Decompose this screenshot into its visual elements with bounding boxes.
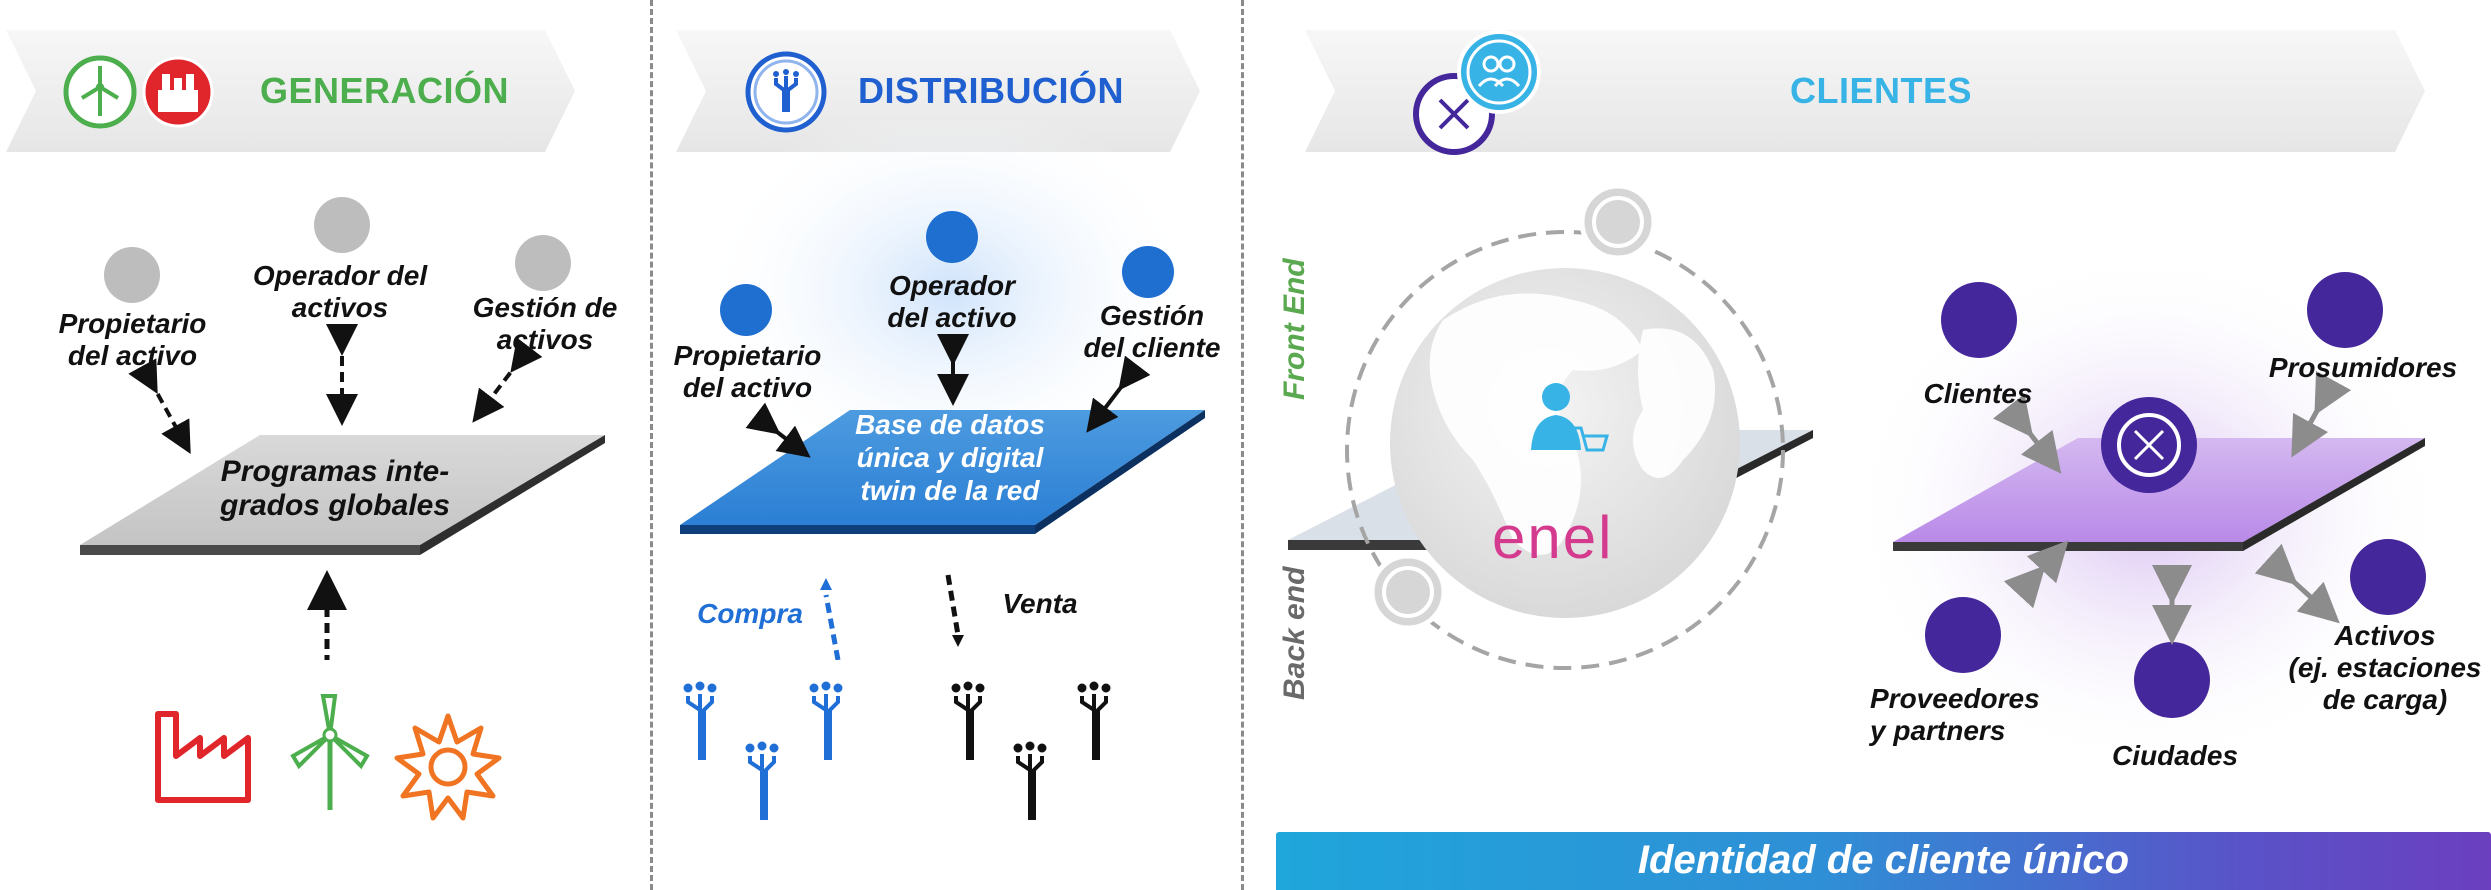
enel-logo: enel xyxy=(1492,504,1614,571)
tower-group-blue xyxy=(683,681,843,820)
header-chevrons xyxy=(6,30,2425,152)
distribucion-diagram xyxy=(680,120,1205,660)
globe-orbit xyxy=(1345,230,1785,670)
tools-icon xyxy=(314,197,370,253)
front-end-label: Front End xyxy=(1278,258,1311,400)
prosumidores-label: Prosumidores xyxy=(2268,352,2458,383)
ev-charger-icon xyxy=(2350,539,2426,615)
section-divider-1 xyxy=(650,0,653,890)
generacion-platform xyxy=(80,435,605,545)
wind-turbine-icon xyxy=(290,694,370,810)
banner-text: Identidad de cliente único xyxy=(1637,838,2130,882)
activos-label: Activos (ej. estaciones de carga) xyxy=(2288,620,2482,715)
proveedores-label: Proveedores y partners xyxy=(1870,683,2040,746)
arrow-proveedores xyxy=(2003,540,2069,609)
users-group-icon xyxy=(1457,30,1541,114)
generacion-title: GENERACIÓN xyxy=(260,70,510,111)
back-end-label: Back end xyxy=(1278,566,1311,700)
distribucion-platform-label: Base de datos única y digital twin de la… xyxy=(855,409,1045,506)
unique-customer-banner: Identidad de cliente único xyxy=(1276,832,2491,890)
gear-icon xyxy=(720,284,772,336)
tower-icon xyxy=(1077,681,1111,760)
factory-icon xyxy=(155,711,251,803)
wind-turbine-icon xyxy=(63,55,137,129)
distribucion-platform xyxy=(680,410,1205,525)
arrow-owner xyxy=(128,358,191,455)
tower-icon xyxy=(809,681,843,760)
distribucion-title: DISTRIBUCIÓN xyxy=(858,70,1124,111)
section-divider-2 xyxy=(1241,0,1244,890)
generacion-diagram xyxy=(80,197,605,660)
arrow-owner xyxy=(745,402,811,458)
distribucion-management-label: Gestión del cliente xyxy=(1083,300,1221,363)
generacion-operator-label: Operador del activos xyxy=(252,260,428,323)
ciudades-label: Ciudades xyxy=(2111,740,2239,771)
arrow-prosumidores xyxy=(2291,370,2352,458)
clientes-title: CLIENTES xyxy=(1790,70,1973,111)
tower-group-black xyxy=(951,681,1111,820)
handshake-icon xyxy=(1925,597,2001,673)
network-icon xyxy=(1122,246,1174,298)
arrow-activos xyxy=(2254,543,2340,624)
city-people-icon xyxy=(2134,642,2210,718)
network-icon xyxy=(515,235,571,291)
arrow-management xyxy=(1086,355,1151,433)
generacion-platform-label: Programas inte- grados globales xyxy=(219,455,451,522)
tower-icon xyxy=(951,681,985,760)
customer-icon xyxy=(1941,282,2017,358)
gear-icon xyxy=(104,247,160,303)
clientes-diagram xyxy=(1288,183,2448,770)
arrow-compra xyxy=(823,594,841,660)
generacion-header-chevron xyxy=(6,30,575,152)
grid-tower-icon xyxy=(745,51,827,133)
generacion-owner-label: Propietario del activo xyxy=(58,308,207,371)
generacion-management-label: Gestión de activos xyxy=(472,292,618,355)
tools-icon xyxy=(926,211,978,263)
compra-label: Compra xyxy=(697,598,803,629)
globe-continents xyxy=(1429,293,1715,555)
distribucion-owner-label: Propietario del activo xyxy=(673,340,822,403)
tower-icon xyxy=(683,681,717,760)
tower-icon xyxy=(1013,741,1047,820)
clientes-header-chevron xyxy=(1305,30,2425,152)
power-plant-icon xyxy=(142,56,214,128)
clientes-label: Clientes xyxy=(1923,378,2033,409)
arrow-clientes xyxy=(1992,393,2062,474)
arrow-management xyxy=(472,337,543,423)
customer-cart-icon xyxy=(1531,383,1609,452)
venta-label: Venta xyxy=(1002,588,1078,619)
prosumer-icon xyxy=(2307,272,2383,348)
tower-icon xyxy=(745,741,779,820)
sun-icon xyxy=(394,713,502,821)
distribucion-operator-label: Operador del activo xyxy=(887,270,1017,333)
arrow-venta xyxy=(945,574,961,636)
